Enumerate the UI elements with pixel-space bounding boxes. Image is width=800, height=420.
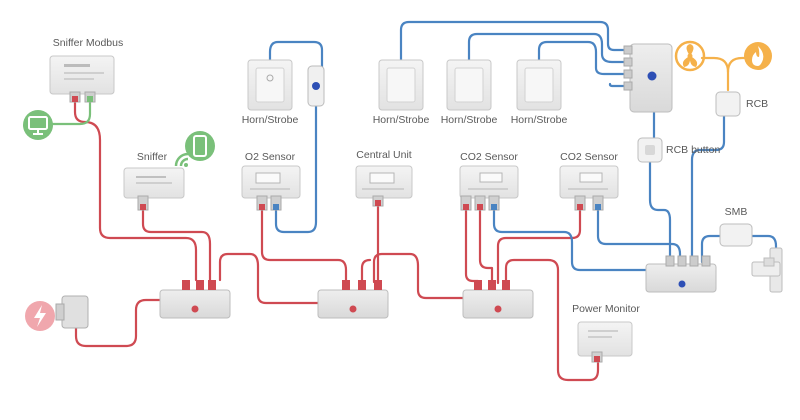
- blue-cable: [274, 90, 318, 234]
- red-cable: [478, 208, 494, 285]
- horn-strobe-1-device[interactable]: [247, 59, 293, 111]
- label-co2-sensor-2: CO2 Sensor: [560, 151, 618, 163]
- blue-cable: [596, 208, 682, 264]
- horn-strobe-2-device[interactable]: [378, 59, 424, 111]
- orange-cable: [700, 56, 730, 92]
- blue-cable: [700, 234, 722, 264]
- red-cable: [141, 208, 212, 282]
- label-horn-strobe-1: Horn/Strobe: [241, 114, 299, 126]
- red-cable: [504, 258, 600, 382]
- sniffer-device[interactable]: [123, 167, 185, 211]
- red-cable: [372, 252, 465, 300]
- red-cable: [74, 298, 162, 348]
- red-cable: [496, 208, 582, 285]
- blue-cable: [492, 208, 648, 272]
- green-cables: [50, 100, 92, 126]
- distribution-box-3[interactable]: [462, 280, 534, 319]
- rcb-button-device[interactable]: [637, 137, 663, 163]
- blue-cable: [467, 32, 632, 64]
- distribution-box-2[interactable]: [317, 280, 389, 319]
- red-cable: [73, 100, 198, 282]
- blue-cable: [399, 20, 632, 62]
- blue-cable: [608, 82, 632, 88]
- red-cable: [218, 252, 320, 305]
- fan-icon: [674, 40, 706, 72]
- phone-wireless-icon: [174, 131, 215, 167]
- label-horn-strobe-3: Horn/Strobe: [440, 114, 498, 126]
- sniffer-modbus-device[interactable]: [49, 55, 115, 103]
- inline-connector: [307, 65, 325, 107]
- red-cable: [360, 258, 372, 284]
- label-co2-sensor-1: CO2 Sensor: [460, 151, 518, 163]
- distribution-box-4[interactable]: [645, 255, 717, 293]
- horn-junction-box[interactable]: [623, 43, 673, 113]
- label-sniffer: Sniffer: [136, 151, 168, 163]
- monitor-icon: [23, 110, 53, 140]
- orange-cables: [700, 56, 756, 92]
- rcb-device[interactable]: [715, 91, 741, 117]
- label-sniffer-modbus: Sniffer Modbus: [52, 37, 124, 49]
- label-central-unit: Central Unit: [356, 149, 412, 161]
- blue-cable: [750, 234, 778, 258]
- horn-strobe-4-device[interactable]: [516, 59, 562, 111]
- label-rcb-button: RCB button: [666, 144, 721, 156]
- label-rcb: RCB: [746, 98, 769, 110]
- flame-icon: [744, 42, 772, 70]
- central-unit-device[interactable]: [355, 165, 413, 207]
- blue-cables: [268, 20, 778, 272]
- power-monitor-device[interactable]: [577, 321, 633, 363]
- co2-sensor-1-device[interactable]: [459, 165, 519, 211]
- label-smb: SMB: [724, 206, 748, 218]
- smb-device[interactable]: [719, 223, 753, 247]
- blue-cable: [648, 160, 672, 264]
- orange-cable: [726, 56, 756, 74]
- label-horn-strobe-4: Horn/Strobe: [510, 114, 568, 126]
- red-cables: [73, 100, 600, 382]
- red-cable: [260, 208, 348, 284]
- label-power-monitor: Power Monitor: [572, 303, 640, 315]
- green-cable: [50, 100, 92, 126]
- power-adapter-device[interactable]: [55, 295, 89, 329]
- label-horn-strobe-2: Horn/Strobe: [372, 114, 430, 126]
- red-cable: [464, 208, 480, 285]
- distribution-box-1[interactable]: [159, 280, 231, 319]
- horn-strobe-3-device[interactable]: [446, 59, 492, 111]
- label-o2-sensor: O2 Sensor: [244, 151, 296, 163]
- blue-cable: [537, 40, 632, 76]
- valve-device[interactable]: [751, 247, 783, 293]
- power-bolt-icon: [25, 301, 55, 331]
- o2-sensor-device[interactable]: [241, 165, 301, 211]
- co2-sensor-2-device[interactable]: [559, 165, 619, 211]
- blue-cable: [268, 40, 324, 94]
- blue-cable: [690, 110, 726, 264]
